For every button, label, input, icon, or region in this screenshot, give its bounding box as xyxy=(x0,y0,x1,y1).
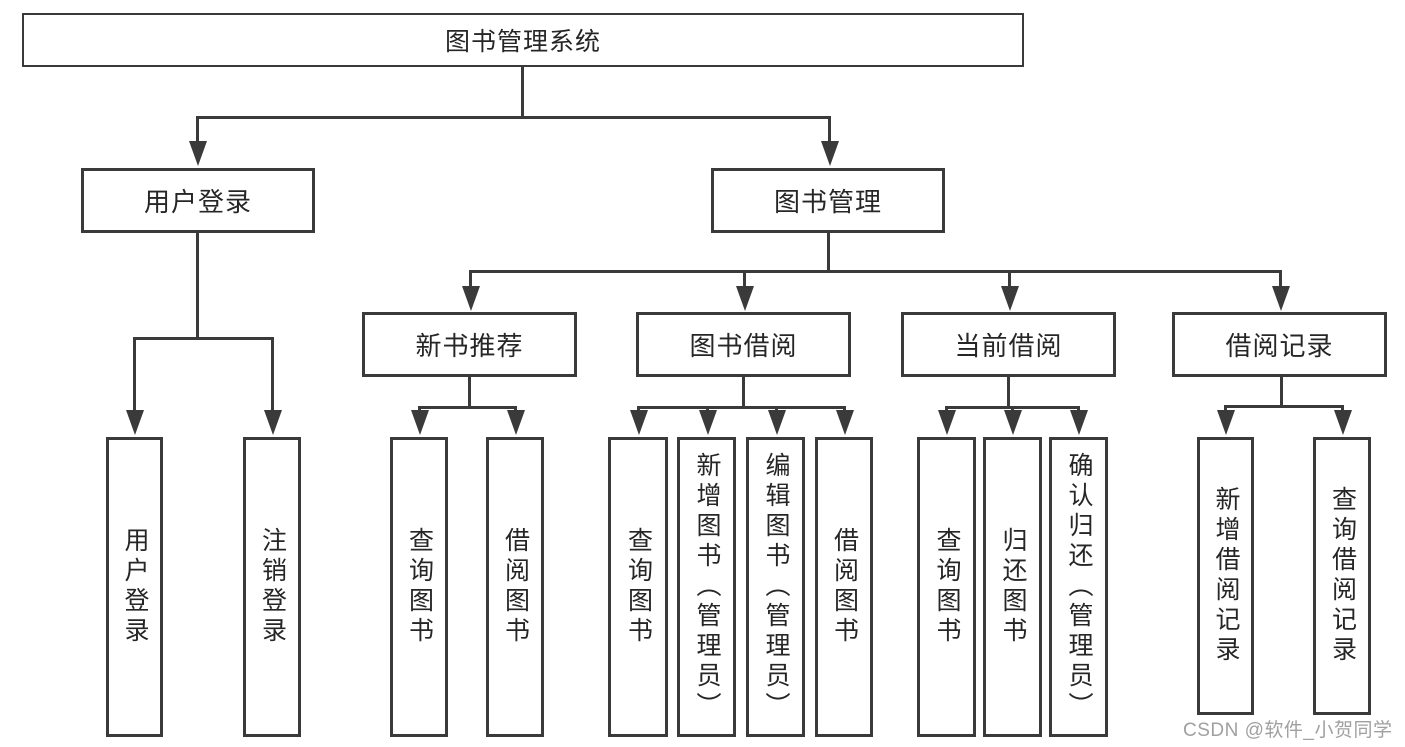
leaf-label: 新增图书（管理员） xyxy=(693,452,720,722)
leaf-label: 用户登录 xyxy=(121,527,148,647)
arrow-down-icon xyxy=(263,337,282,435)
arrow-down-icon xyxy=(1333,405,1352,435)
leaf-query-borrow-record: 查询借阅记录 xyxy=(1313,437,1371,715)
arrow-down-icon xyxy=(629,406,648,435)
leaf-label: 注销登录 xyxy=(258,527,286,647)
connector-line xyxy=(468,376,471,408)
node-current-borrowing: 当前借阅 xyxy=(901,312,1116,377)
arrow-down-icon xyxy=(1003,406,1022,435)
arrow-down-icon xyxy=(1271,270,1290,311)
leaf-label: 编辑图书（管理员） xyxy=(762,452,789,722)
leaf-logout: 注销登录 xyxy=(243,437,301,737)
leaf-query-books-recommend: 查询图书 xyxy=(390,437,448,737)
csdn-watermark: CSDN @软件_小贺同学 xyxy=(1183,720,1393,741)
leaf-query-books-current: 查询图书 xyxy=(917,437,976,737)
connector-line xyxy=(469,270,1281,273)
leaf-borrow-books: 借阅图书 xyxy=(815,437,873,737)
connector-line xyxy=(827,232,830,272)
node-new-book-recommendation: 新书推荐 xyxy=(362,312,577,377)
connector-line xyxy=(196,116,831,119)
arrow-down-icon xyxy=(835,406,854,435)
arrow-down-icon xyxy=(1216,405,1235,435)
arrow-down-icon xyxy=(767,406,786,435)
leaf-add-borrow-record: 新增借阅记录 xyxy=(1197,437,1254,715)
connector-line xyxy=(133,337,274,340)
node-borrowing-records: 借阅记录 xyxy=(1172,312,1387,377)
leaf-add-book-admin: 新增图书（管理员） xyxy=(677,437,736,737)
arrow-down-icon xyxy=(125,337,144,435)
leaf-confirm-return-admin: 确认归还（管理员） xyxy=(1049,437,1108,737)
connector-line xyxy=(196,232,199,339)
arrow-down-icon xyxy=(820,116,839,166)
leaf-query-books-borrow: 查询图书 xyxy=(608,437,668,737)
node-user-login: 用户登录 xyxy=(81,168,315,233)
leaf-edit-book-admin: 编辑图书（管理员） xyxy=(746,437,805,737)
connector-line xyxy=(521,66,524,118)
arrow-down-icon xyxy=(1069,406,1088,435)
arrow-down-icon xyxy=(735,270,754,311)
leaf-borrow-books-recommend: 借阅图书 xyxy=(486,437,544,737)
connector-line xyxy=(1007,376,1010,408)
leaf-label: 借阅图书 xyxy=(830,527,858,647)
connector-line xyxy=(1224,405,1344,408)
connector-line xyxy=(742,376,745,408)
leaf-label: 查询图书 xyxy=(933,527,960,647)
connector-line xyxy=(637,406,846,409)
leaf-label: 确认归还（管理员） xyxy=(1065,452,1092,722)
arrow-down-icon xyxy=(188,116,207,166)
connector-line xyxy=(418,406,517,409)
arrow-down-icon xyxy=(410,406,429,435)
leaf-label: 借阅图书 xyxy=(501,527,529,647)
leaf-label: 查询图书 xyxy=(624,527,652,647)
leaf-label: 查询借阅记录 xyxy=(1328,486,1356,666)
leaf-user-login: 用户登录 xyxy=(106,437,163,737)
arrow-down-icon xyxy=(506,406,525,435)
arrow-down-icon xyxy=(1000,270,1019,311)
node-library-management-system: 图书管理系统 xyxy=(22,13,1024,67)
leaf-return-book: 归还图书 xyxy=(983,437,1042,737)
arrow-down-icon xyxy=(461,270,480,311)
node-book-borrowing: 图书借阅 xyxy=(636,312,851,377)
leaf-label: 查询图书 xyxy=(405,527,433,647)
arrow-down-icon xyxy=(698,406,717,435)
leaf-label: 归还图书 xyxy=(999,527,1026,647)
leaf-label: 新增借阅记录 xyxy=(1212,486,1239,666)
connector-line xyxy=(1280,376,1283,407)
node-book-management: 图书管理 xyxy=(711,168,945,233)
arrow-down-icon xyxy=(937,406,956,435)
